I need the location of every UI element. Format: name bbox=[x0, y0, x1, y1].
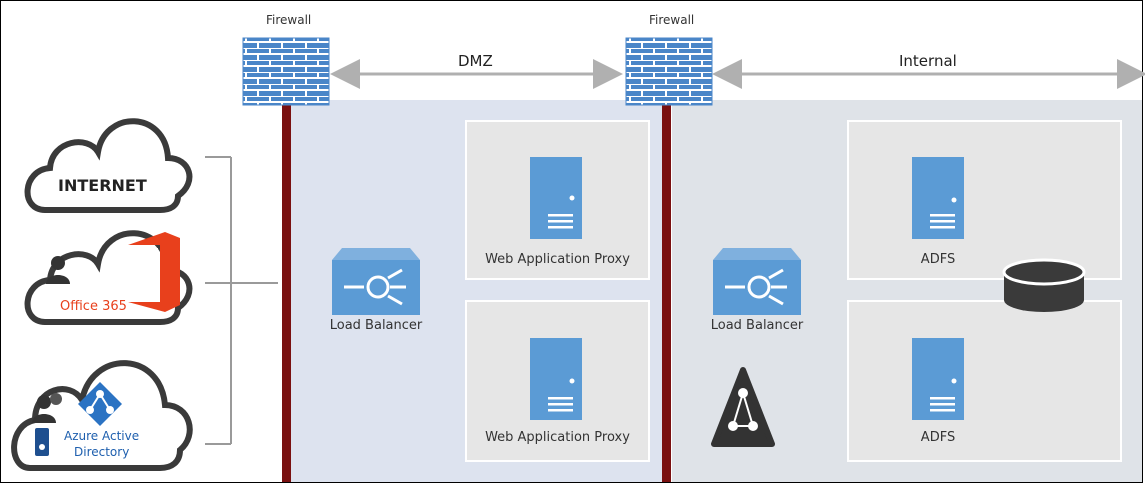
internal-label: Internal bbox=[899, 52, 957, 70]
firewall-label: Firewall bbox=[649, 13, 695, 27]
firewall-pole-1 bbox=[282, 104, 291, 482]
proxy-label-top: Web Application Proxy bbox=[485, 252, 630, 267]
server-icon bbox=[912, 338, 964, 420]
internet-label: INTERNET bbox=[58, 176, 147, 195]
phone-icon bbox=[35, 428, 49, 456]
firewall-label: Firewall bbox=[266, 13, 312, 27]
user-icon bbox=[32, 393, 62, 423]
firewall-icon bbox=[242, 37, 330, 106]
server-icon bbox=[530, 338, 582, 420]
network-triangle-icon bbox=[711, 367, 775, 447]
adfs-label-bottom: ADFS bbox=[920, 430, 956, 445]
dmz-label: DMZ bbox=[458, 52, 493, 70]
internal-load-balancer-label: Load Balancer bbox=[710, 318, 804, 333]
office-365-label: Office 365 bbox=[60, 299, 127, 314]
azure-ad-label-line2: Directory bbox=[74, 445, 130, 459]
adfs-box-bottom bbox=[847, 300, 1122, 462]
firewall-pole-2 bbox=[662, 104, 671, 482]
load-balancer-icon bbox=[332, 248, 420, 315]
proxy-label-bottom: Web Application Proxy bbox=[485, 430, 630, 445]
firewall-icon bbox=[625, 37, 713, 106]
load-balancer-icon bbox=[713, 248, 801, 315]
adfs-label-top: ADFS bbox=[920, 252, 956, 267]
user-icon bbox=[46, 256, 70, 284]
azure-ad-logo bbox=[78, 382, 122, 426]
database-icon bbox=[1002, 258, 1086, 312]
server-icon bbox=[912, 157, 964, 239]
dmz-load-balancer-label: Load Balancer bbox=[329, 318, 423, 333]
cloud-icon bbox=[24, 118, 193, 213]
adfs-box-top bbox=[847, 120, 1122, 280]
azure-ad-label-line1: Azure Active bbox=[64, 429, 140, 443]
client-bracket bbox=[205, 156, 278, 445]
office-365-logo bbox=[128, 232, 180, 312]
server-icon bbox=[530, 157, 582, 239]
